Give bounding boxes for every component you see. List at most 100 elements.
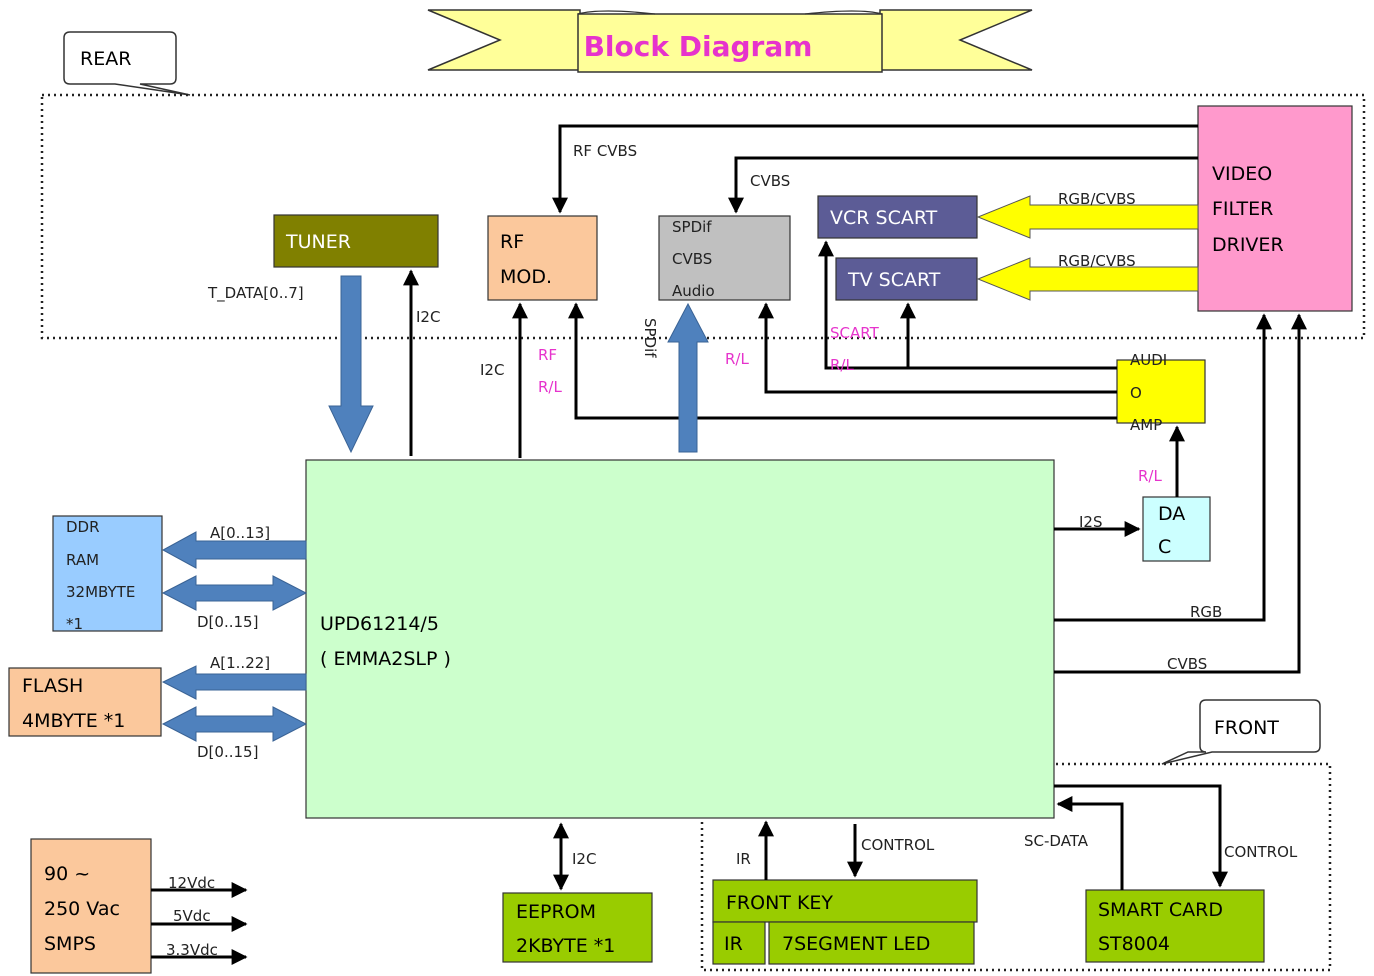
- dac-label-1: DA: [1158, 503, 1185, 525]
- ir-signal-label: IR: [736, 850, 751, 868]
- i2s-label: I2S: [1079, 513, 1103, 531]
- front-callout: FRONT: [1161, 699, 1321, 765]
- ddr-data-label: D[0..15]: [197, 613, 258, 631]
- flash-block: [8, 667, 162, 737]
- video-filter-label-1: VIDEO: [1212, 163, 1272, 185]
- rf-rl-label-1: RF: [538, 346, 557, 364]
- rear-callout: REAR: [63, 31, 191, 96]
- video-filter-label-3: DRIVER: [1212, 234, 1284, 256]
- dac-rl-label: R/L: [1138, 467, 1162, 485]
- scart-rl-vcr-line: [818, 240, 1117, 370]
- rf-rl-label-2: R/L: [538, 378, 562, 396]
- ir-label: IR: [724, 933, 743, 955]
- audio-amp-label-2: O: [1130, 384, 1142, 402]
- ir-block: [712, 921, 766, 965]
- control-sc-label: CONTROL: [1224, 843, 1298, 861]
- tuner-label: TUNER: [285, 231, 351, 253]
- eeprom-label-2: 2KBYTE *1: [516, 935, 615, 957]
- front-label: FRONT: [1214, 717, 1279, 739]
- t-data-bus-arrow: [328, 275, 374, 454]
- sc-data-label: SC-DATA: [1024, 832, 1089, 850]
- spdif-block: [658, 215, 791, 301]
- smps-label-1: 90 ~: [44, 863, 90, 885]
- ddr-label-4: *1: [66, 615, 83, 633]
- main-chip-label-2: ( EMMA2SLP ): [320, 648, 451, 670]
- led-label: 7SEGMENT LED: [782, 933, 930, 955]
- video-filter-label-2: FILTER: [1212, 198, 1273, 220]
- ddr-addr-label: A[0..13]: [210, 524, 270, 542]
- front-key-block: [712, 879, 978, 923]
- tv-scart-label: TV SCART: [847, 269, 941, 291]
- dac-label-2: C: [1158, 536, 1171, 558]
- i2c-eeprom-label: I2C: [572, 850, 596, 868]
- rgb-label: RGB: [1190, 603, 1222, 621]
- scart-rl-label-1: SCART: [830, 324, 880, 342]
- front-key-label: FRONT KEY: [726, 892, 833, 914]
- control-sc-line: [1054, 784, 1228, 888]
- flash-addr-label: A[1..22]: [210, 654, 270, 672]
- flash-data-bus-arrow: [161, 706, 308, 742]
- vcr-scart-block: [817, 195, 978, 239]
- control-led-label: CONTROL: [861, 836, 935, 854]
- smart-card-label-2: ST8004: [1098, 933, 1170, 955]
- ddr-label-2: RAM: [66, 551, 99, 569]
- title-banner: Block Diagram: [427, 9, 1033, 73]
- rear-label: REAR: [80, 48, 131, 70]
- spdif-rl-label: R/L: [725, 350, 749, 368]
- smps-label-2: 250 Vac: [44, 898, 120, 920]
- main-chip-block: [305, 459, 1055, 819]
- ddr-addr-bus-arrow: [161, 531, 307, 569]
- spdif-block-label-2: CVBS: [672, 250, 712, 268]
- rgb-cvbs-label-2: RGB/CVBS: [1058, 252, 1136, 270]
- audio-amp-label-3: AMP: [1130, 416, 1162, 434]
- cvbs-main-line: [1054, 313, 1307, 674]
- tuner-block: [273, 214, 439, 268]
- eeprom-label-1: EEPROM: [516, 901, 596, 923]
- t-data-label: T_DATA[0..7]: [207, 284, 304, 303]
- i2c-tuner-label: I2C: [416, 308, 440, 326]
- ddr-label-3: 32MBYTE: [66, 583, 135, 601]
- spdif-rl-line: [758, 302, 1117, 394]
- rf-mod-label-1: RF: [500, 231, 524, 253]
- cvbs-top-label: CVBS: [750, 172, 790, 190]
- rgb-cvbs-label-1: RGB/CVBS: [1058, 190, 1136, 208]
- audio-amp-label-1: AUDI: [1130, 351, 1167, 369]
- rf-rl-line: [568, 302, 1117, 420]
- smps-block: [30, 838, 152, 974]
- vcr-scart-label: VCR SCART: [830, 207, 938, 229]
- rgb-cvbs-vcr-arrow: [976, 195, 1199, 239]
- spdif-block-label-3: Audio: [672, 282, 715, 300]
- smps-label-3: SMPS: [44, 933, 96, 955]
- led-block: [768, 921, 975, 965]
- page-title: Block Diagram: [584, 30, 813, 63]
- v33-label: 3.3Vdc: [166, 941, 218, 959]
- rgb-line: [1054, 313, 1272, 622]
- tv-scart-block: [835, 257, 978, 301]
- signal-lines: [151, 124, 1307, 965]
- v12-label: 12Vdc: [168, 874, 215, 892]
- rf-mod-block: [487, 215, 598, 301]
- spdif-signal-label: SPDif: [641, 318, 659, 358]
- cvbs-main-label: CVBS: [1167, 655, 1207, 673]
- smart-card-block: [1085, 889, 1265, 963]
- rf-mod-label-2: MOD.: [500, 266, 552, 288]
- ddr-ram-block: [52, 515, 163, 632]
- dac-block: [1142, 496, 1211, 562]
- scart-rl-label-2: R/L: [830, 356, 854, 374]
- eeprom-block: [502, 892, 653, 963]
- ddr-label-1: DDR: [66, 518, 100, 536]
- v5-label: 5Vdc: [173, 907, 211, 925]
- main-chip-label-1: UPD61214/5: [320, 613, 439, 635]
- flash-label-2: 4MBYTE *1: [22, 710, 125, 732]
- flash-data-label: D[0..15]: [197, 743, 258, 761]
- flash-addr-bus-arrow: [161, 665, 307, 700]
- spdif-bus-arrow: [667, 302, 709, 453]
- rgb-cvbs-tv-arrow: [976, 257, 1199, 301]
- cvbs-top-line: [728, 156, 1198, 214]
- smart-card-label-1: SMART CARD: [1098, 899, 1223, 921]
- flash-label-1: FLASH: [22, 675, 83, 697]
- i2c-rf-label: I2C: [480, 361, 504, 379]
- rf-cvbs-line: [552, 124, 1198, 214]
- sc-data-line: [1056, 796, 1124, 890]
